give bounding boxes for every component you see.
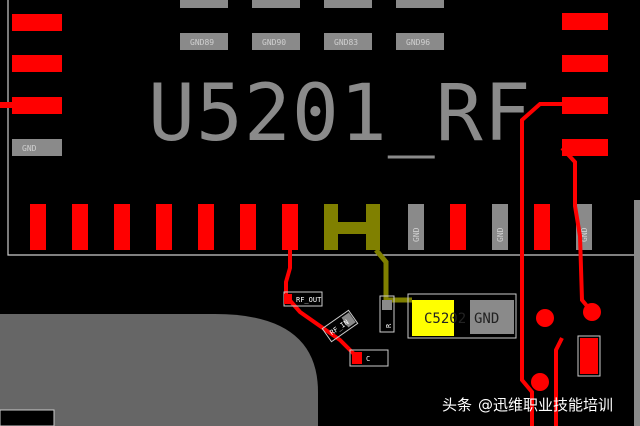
capacitor-highlight-pad [412, 300, 454, 336]
bottom-gnd-label-1: GND [412, 227, 421, 242]
part-label-c: C [366, 355, 370, 363]
grey-pad-label-1: GND89 [190, 38, 214, 47]
small-part-vertical: R [379, 295, 395, 333]
small-part-rotated: RF_IN [321, 309, 359, 343]
rf-trace-olive [374, 248, 412, 303]
small-part-resistor: RF_OUT [283, 291, 323, 307]
grey-pad-row: GND89 GND90 GND83 GND96 [180, 33, 444, 50]
rf-pad-h-shape [324, 204, 380, 250]
watermark-author: @迅维职业技能培训 [478, 396, 613, 414]
component-designator: U5201_RF [148, 69, 532, 159]
capacitor-gnd-pad [470, 300, 514, 334]
capacitor-net-label: GND [474, 311, 499, 327]
grey-pad-label-2: GND90 [262, 38, 286, 47]
red-trace-right-2 [560, 146, 594, 314]
right-red-pads [562, 13, 608, 156]
top-grey-pad-row [180, 0, 444, 8]
left-red-pads: GND [0, 14, 62, 156]
ground-pour-cutout [0, 409, 55, 426]
part-label-rf-out: RF_OUT [296, 296, 322, 304]
component-outline [7, 0, 640, 256]
bottom-pad-row: GND GND GND [30, 204, 592, 250]
part-label-rf-in: RF_IN [328, 318, 350, 337]
small-part-bottom: C [349, 349, 389, 367]
grey-pad-label-4: GND96 [406, 38, 430, 47]
bottom-gnd-label-3: GND [580, 227, 589, 242]
capacitor-designator: C5202 [424, 311, 466, 327]
bottom-gnd-label-2: GND [496, 227, 505, 242]
right-vias [531, 200, 640, 426]
watermark-source: 头条 [442, 396, 472, 414]
red-trace-right-1 [520, 102, 562, 426]
grey-pad-label-3: GND83 [334, 38, 358, 47]
watermark: 头条 @迅维职业技能培训 [442, 396, 613, 414]
ground-pour [0, 314, 318, 426]
part-label-r: R [385, 323, 393, 328]
red-trace-right-3 [554, 337, 564, 426]
capacitor-c5202[interactable]: C5202 GND [407, 293, 517, 339]
left-gnd-pad-label: GND [22, 144, 37, 153]
